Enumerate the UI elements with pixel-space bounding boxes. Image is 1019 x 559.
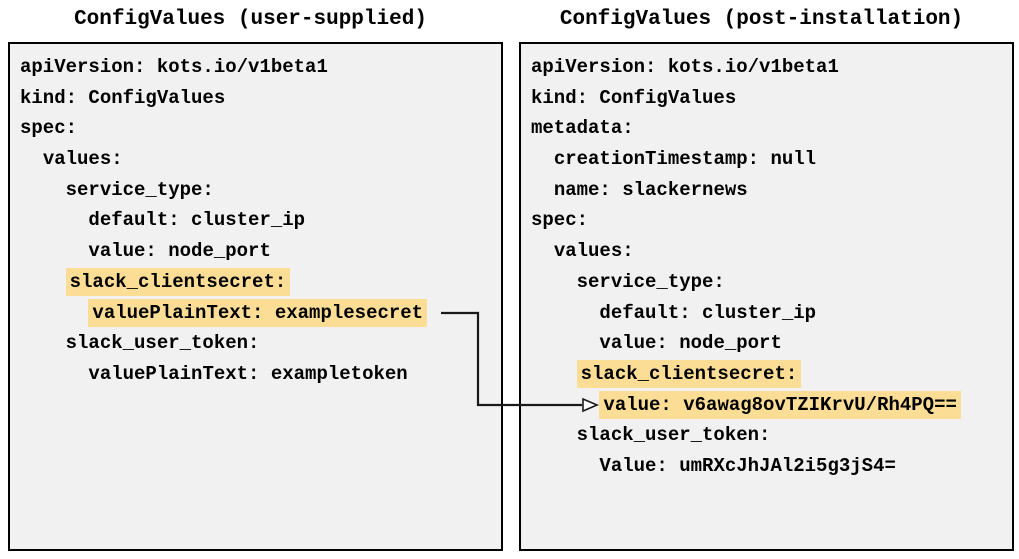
code-line: Value: umRXcJhJAl2i5g3jS4= [531,451,1012,482]
code-indent [20,240,88,262]
code-block: apiVersion: kots.io/v1beta1 kind: ConfigV… [20,52,501,390]
code-text: value: v6awag8ovTZIKrvU/Rh4PQ== [599,390,961,419]
code-text: value: node_port [88,240,271,263]
code-indent [531,455,599,477]
code-text: metadata: [531,117,634,140]
code-line: metadata: [531,113,1012,144]
code-line: kind: ConfigValues [20,83,501,114]
code-line: slack_user_token: [20,328,501,359]
code-text: creationTimestamp: null [553,148,817,171]
code-indent [20,332,66,354]
code-indent [531,424,577,446]
code-text: value: node_port [599,332,782,355]
code-line: service_type: [20,175,501,206]
code-indent [20,302,88,324]
code-text: values: [553,240,634,263]
code-line: value: node_port [531,328,1012,359]
code-text: slack_user_token: [576,424,771,447]
code-text: slack_clientsecret: [65,267,291,296]
right-panel-title: ConfigValues (post-installation) [559,8,964,31]
left-panel-title: ConfigValues (user-supplied) [74,8,427,31]
code-line: name: slackernews [531,175,1012,206]
code-text: valuePlainText: examplesecret [88,298,428,327]
code-text: service_type: [576,270,725,293]
code-line: service_type: [531,267,1012,298]
configvalues-user-supplied-panel: apiVersion: kots.io/v1beta1 kind: ConfigV… [8,42,503,551]
code-text: apiVersion: kots.io/v1beta1 [531,56,839,78]
code-line: valuePlainText: exampletoken [20,359,501,390]
code-line: spec: [531,205,1012,236]
code-indent [20,179,66,201]
code-text: slack_clientsecret: [576,359,802,388]
code-line: values: [20,144,501,175]
code-indent [531,363,577,385]
code-indent [20,363,88,385]
code-text: kind: ConfigValues [20,86,226,109]
code-line: default: cluster_ip [20,205,501,236]
code-line: slack_clientsecret: [531,359,1012,390]
code-text: default: cluster_ip [88,209,306,232]
code-indent [531,179,554,201]
code-text: Value: umRXcJhJAl2i5g3jS4= [599,454,896,477]
code-text: spec: [531,209,589,232]
code-line: valuePlainText: examplesecret [20,298,501,329]
code-line: spec: [20,113,501,144]
code-indent [20,271,66,293]
configvalues-post-installation-panel: apiVersion: kots.io/v1beta1 kind: ConfigV… [519,42,1014,551]
code-text: kind: ConfigValues [531,86,737,109]
code-line: value: v6awag8ovTZIKrvU/Rh4PQ== [531,390,1012,421]
code-indent [531,332,599,354]
code-line: slack_user_token: [531,420,1012,451]
code-text: apiVersion: kots.io/v1beta1 [20,56,328,78]
code-indent [531,240,554,262]
code-line: slack_clientsecret: [20,267,501,298]
code-indent [531,148,554,170]
code-text: service_type: [65,178,214,201]
code-line: value: node_port [20,236,501,267]
code-text: values: [42,148,123,171]
code-indent [20,209,88,231]
code-text: slack_user_token: [65,332,260,355]
code-line: kind: ConfigValues [531,83,1012,114]
code-line: apiVersion: kots.io/v1beta1 [20,52,501,83]
code-indent [20,148,43,170]
code-text: default: cluster_ip [599,301,817,324]
code-indent [531,394,599,416]
code-block: apiVersion: kots.io/v1beta1 kind: ConfigV… [531,52,1012,482]
code-text: valuePlainText: exampletoken [88,362,408,385]
code-text: name: slackernews [553,178,748,201]
code-indent [531,302,599,324]
code-line: values: [531,236,1012,267]
code-line: default: cluster_ip [531,298,1012,329]
code-line: creationTimestamp: null [531,144,1012,175]
code-indent [531,271,577,293]
code-text: spec: [20,117,78,140]
code-line: apiVersion: kots.io/v1beta1 [531,52,1012,83]
